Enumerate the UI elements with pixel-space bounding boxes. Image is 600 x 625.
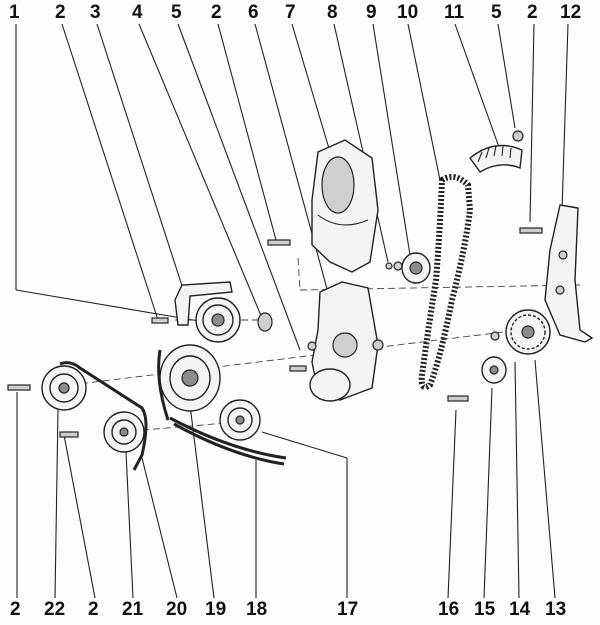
callout-top-2c: 2 [527, 2, 538, 23]
leader-b17b [261, 431, 348, 459]
callout-top-8: 8 [327, 2, 338, 23]
callout-bottom-21: 21 [122, 599, 144, 620]
callout-top-12: 12 [560, 2, 581, 23]
callout-bottom-17: 17 [337, 599, 358, 620]
leader-7 [291, 23, 331, 153]
spacer [257, 312, 273, 332]
callout-top-11: 11 [444, 2, 465, 23]
leader-2c [529, 23, 535, 223]
bolt [289, 365, 307, 372]
leader-8 [333, 23, 389, 263]
callout-top-2b: 2 [211, 2, 222, 23]
callout-bottom-2b: 2 [88, 599, 99, 620]
callout-top-4: 4 [132, 2, 143, 23]
axis-crank [69, 329, 521, 386]
callout-top-2: 2 [55, 2, 66, 23]
callout-bottom-22: 22 [44, 599, 65, 620]
callout-bottom-14: 14 [509, 599, 531, 620]
belt-guard-segment [469, 130, 524, 173]
ribbed-belt [169, 416, 287, 466]
callout-bottom-15: 15 [474, 599, 496, 620]
crankshaft-pulley [41, 365, 87, 411]
bolt [59, 431, 79, 438]
leader-b19 [189, 404, 215, 599]
leader-12 [561, 23, 569, 211]
callouts-top: 1 2 3 4 5 2 6 7 8 9 10 11 5 2 12 [9, 2, 581, 23]
belt-tensioner-assembly [174, 281, 273, 343]
nut [307, 341, 317, 351]
leader-2b [217, 23, 277, 241]
pulley [219, 399, 261, 441]
lower-pulley [103, 411, 145, 453]
leader-b20 [141, 457, 178, 599]
bolt [7, 384, 31, 391]
tensioner-roller [385, 252, 431, 284]
timing-belt-rear-cover [309, 281, 384, 402]
callout-top-6: 6 [248, 2, 259, 23]
callout-top-5: 5 [171, 2, 182, 23]
leader-9 [372, 23, 411, 256]
leader-3 [96, 23, 186, 296]
callouts-bottom: 2 22 2 21 20 19 18 17 16 15 14 13 [10, 599, 566, 620]
bolt [447, 395, 469, 402]
leader-b16 [447, 409, 457, 599]
toothed-pulley [490, 309, 551, 355]
idler-pulley [481, 356, 507, 384]
leader-b2b [63, 434, 96, 599]
leader-10 [407, 23, 441, 181]
callout-bottom-16: 16 [438, 599, 459, 620]
leader-b14 [514, 361, 520, 599]
leader-6 [254, 23, 331, 301]
leader-5b [497, 23, 516, 129]
callout-bottom-13: 13 [545, 599, 566, 620]
bolt [519, 227, 543, 234]
vibration-damper [157, 344, 221, 421]
callout-top-9: 9 [366, 2, 377, 23]
bolt [267, 239, 291, 246]
callout-top-1: 1 [9, 2, 20, 23]
leader-2 [61, 23, 159, 321]
leader-1b [15, 289, 206, 323]
callout-bottom-2: 2 [10, 599, 21, 620]
upper-timing-cover [311, 139, 379, 273]
callout-top-7: 7 [285, 2, 296, 23]
leader-b21 [125, 451, 134, 599]
leader-4 [138, 23, 263, 319]
toothed-timing-belt [418, 173, 474, 390]
bolts [7, 227, 543, 438]
leader-11 [454, 23, 501, 151]
callout-top-5b: 5 [491, 2, 502, 23]
callout-top-10: 10 [397, 2, 418, 23]
leader-5 [177, 23, 301, 351]
v-belt [59, 361, 148, 471]
leader-b15 [483, 387, 493, 599]
callout-bottom-20: 20 [166, 599, 187, 620]
leader-b22 [54, 409, 59, 599]
callout-bottom-18: 18 [246, 599, 267, 620]
callout-bottom-19: 19 [205, 599, 226, 620]
callout-top-3: 3 [90, 2, 101, 23]
leader-lines [15, 23, 569, 599]
engine-mount-bracket [544, 204, 594, 343]
axis-upper-drop [297, 257, 301, 291]
bolt [151, 317, 169, 324]
leader-b13 [534, 359, 556, 599]
